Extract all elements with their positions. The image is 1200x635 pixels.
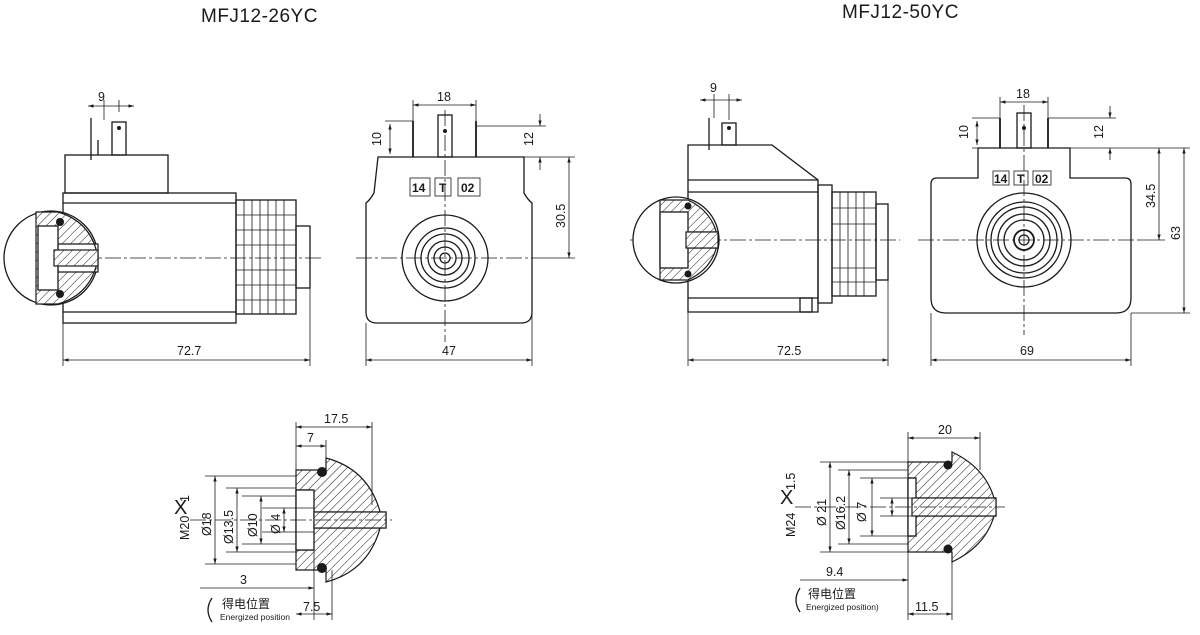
right-terminal-14: 14: [994, 172, 1008, 186]
right-section-offset: 9.4: [826, 565, 843, 579]
left-section-thread-pitch: 1: [178, 495, 192, 502]
left-terminal-t: T: [439, 181, 447, 195]
left-energized-en: Energized position: [220, 612, 290, 622]
left-section-d2: Ø13.5: [222, 510, 236, 544]
right-front-view: [918, 97, 1190, 366]
left-terminal-02: 02: [461, 181, 475, 195]
left-section-depth: 17.5: [324, 412, 348, 426]
right-energized-en: Energized position): [806, 602, 879, 612]
right-terminal-02: 02: [1035, 172, 1049, 186]
right-section-thread: M24: [784, 513, 798, 537]
left-section-thread-depth: 7: [307, 431, 314, 445]
left-front-height: 30.5: [554, 204, 568, 228]
right-front-pin-height-b: 12: [1092, 125, 1106, 139]
right-side-view: [630, 94, 900, 366]
right-energized-cn: 得电位置: [808, 586, 856, 601]
right-section-d3: Ø 7: [855, 502, 869, 522]
left-section-stroke: 7.5: [303, 600, 320, 614]
right-section-d1: Ø 21: [815, 499, 829, 526]
left-front-width: 47: [442, 344, 456, 358]
right-section-depth: 20: [938, 423, 952, 437]
right-front-pin-span: 18: [1016, 87, 1030, 101]
right-front-pin-height-a: 10: [957, 125, 971, 139]
left-section-thread: M20: [178, 516, 192, 540]
left-section-offset: 3: [240, 573, 247, 587]
right-section-d2: Ø16.2: [834, 496, 848, 530]
right-front-width: 69: [1020, 344, 1034, 358]
model-title-left: MFJ12-26YC: [201, 6, 318, 27]
left-terminal-14: 14: [412, 181, 426, 195]
right-side-length: 72.5: [777, 344, 801, 358]
right-section-detail: [795, 432, 1005, 620]
left-front-pin-height-b: 12: [522, 132, 536, 146]
right-front-height-b: 63: [1169, 226, 1183, 240]
right-section-thread-x: X: [780, 487, 793, 509]
right-front-height-a: 34.5: [1144, 184, 1158, 208]
right-terminal-t: T: [1017, 172, 1025, 186]
left-side-view: [3, 100, 322, 366]
right-side-pin-offset: 9: [710, 81, 717, 95]
left-energized-cn: 得电位置: [222, 596, 270, 611]
left-section-d3: Ø10: [246, 513, 260, 537]
model-title-right: MFJ12-50YC: [842, 2, 959, 23]
left-side-pin-offset: 9: [98, 90, 105, 104]
left-front-view: [356, 100, 575, 366]
left-section-d1: Ø18: [200, 512, 214, 536]
right-section-thread-pitch: 1.5: [784, 473, 798, 490]
right-section-stroke: 11.5: [915, 600, 938, 614]
left-section-d4: Ø 4: [269, 514, 283, 534]
left-side-length: 72.7: [177, 344, 201, 358]
left-section-detail: [190, 422, 392, 623]
left-front-pin-span: 18: [437, 90, 451, 104]
left-front-pin-height-a: 10: [370, 132, 384, 146]
left-section-thread-x: X: [174, 497, 187, 519]
